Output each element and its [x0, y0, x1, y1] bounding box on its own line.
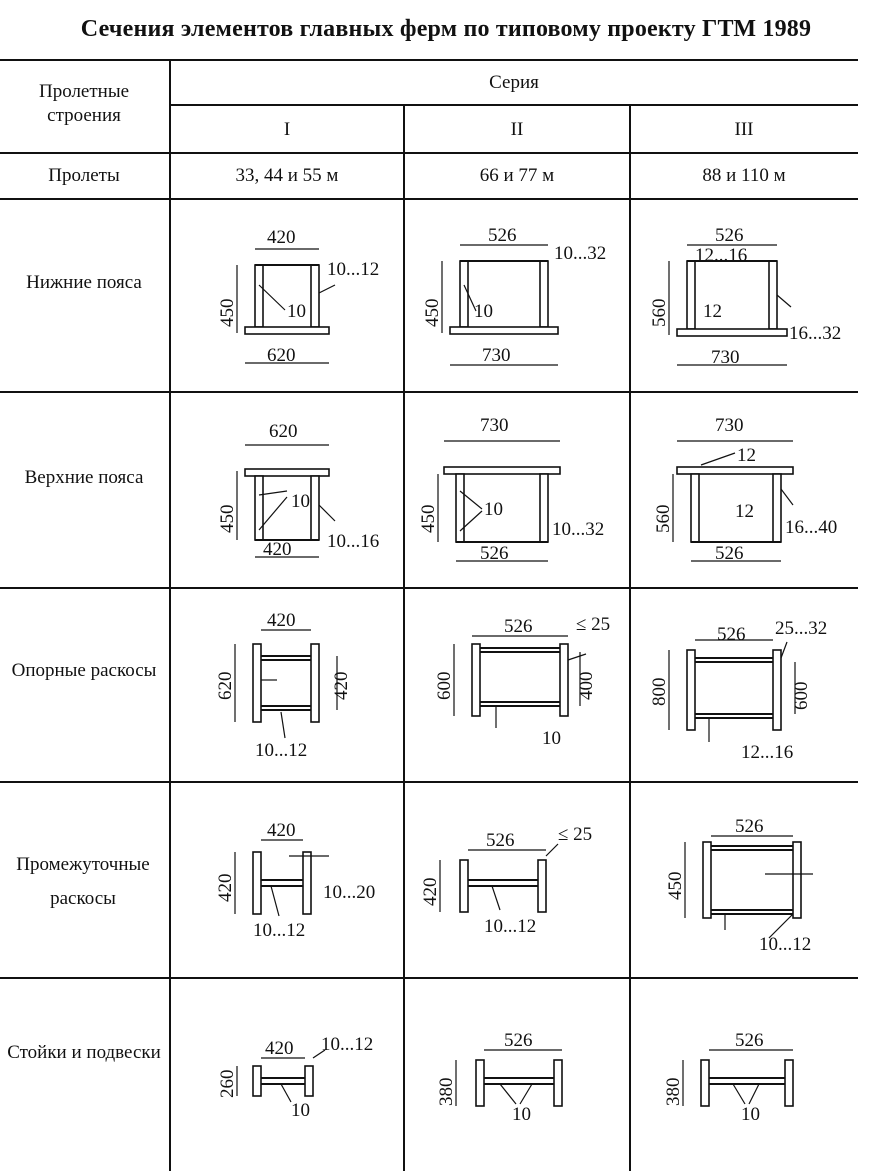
dim-height: 260 — [217, 1070, 238, 1099]
dim-inner-height: 600 — [791, 682, 812, 711]
series-1: I — [283, 119, 291, 140]
series-2: II — [510, 119, 524, 140]
section-intermediate-diagonal-3: 526 450 10...12 — [665, 816, 813, 955]
dim-web-thickness: 10...16 — [327, 531, 379, 552]
dim-thickness: 10...12 — [255, 740, 307, 761]
section-upper-chord-3: 730 12 560 12 16...40 526 — [653, 415, 837, 564]
dim-width-top: 730 — [715, 415, 744, 436]
dim-height: 560 — [653, 505, 674, 534]
dim-web-thickness: 10...32 — [552, 519, 604, 540]
row-label-posts-hangers: Стойки и подвески — [7, 1042, 161, 1063]
section-intermediate-diagonal-2: 526 ≤ 25 420 10...12 — [420, 824, 592, 937]
dim-web-thickness: 16...32 — [789, 323, 841, 344]
dim-height: 560 — [649, 299, 670, 328]
dim-web-thickness: 25...32 — [775, 618, 827, 639]
dim-width-top: 420 — [267, 227, 296, 248]
section-post-2: 526 380 10 — [436, 1030, 563, 1125]
dim-height: 800 — [649, 678, 670, 707]
dim-width-top: 526 — [488, 225, 517, 246]
span-2: 66 и 77 м — [479, 165, 555, 186]
dim-flange-thickness: 12 — [703, 301, 722, 322]
section-end-diagonal-3: 526 25...32 800 600 12...16 — [649, 618, 827, 763]
dim-width-top: 620 — [269, 421, 298, 442]
dim-width: 526 — [504, 1030, 533, 1051]
dim-width-bottom: 420 — [263, 539, 292, 560]
dim-height: 380 — [436, 1078, 457, 1107]
section-upper-chord-2: 730 450 10 10...32 526 — [418, 415, 604, 564]
row-label-upper-chords: Верхние пояса — [24, 467, 144, 488]
dim-width: 526 — [735, 1030, 764, 1051]
span-1: 33, 44 и 55 м — [235, 165, 339, 186]
dim-width-bottom: 526 — [480, 543, 509, 564]
dim-web-thickness: 10...12 — [327, 259, 379, 280]
dim-width: 526 — [504, 616, 533, 637]
dim-width-top: 526 — [715, 225, 744, 246]
dim-width: 420 — [267, 820, 296, 841]
dim-flange-thickness: 10 — [484, 499, 503, 520]
row-label-end-diagonals: Опорные раскосы — [11, 660, 157, 681]
dim-height: 450 — [217, 505, 238, 534]
dim-height: 450 — [217, 299, 238, 328]
dim-height: 450 — [422, 299, 443, 328]
span-3: 88 и 110 м — [702, 165, 786, 186]
section-upper-chord-1: 620 450 10 10...16 420 — [217, 421, 379, 560]
spans-label: Пролеты — [48, 165, 120, 186]
dim-thickness: 10...12 — [484, 916, 536, 937]
section-lower-chord-1: 420 450 10...12 10 620 — [217, 227, 379, 366]
dim-web-thickness: ≤ 25 — [558, 824, 592, 845]
dim-width: 526 — [486, 830, 515, 851]
dim-flange-thickness: 10 — [291, 491, 310, 512]
dim-web-thickness: ≤ 25 — [576, 614, 610, 635]
section-post-1: 420 10...12 260 10 — [217, 1034, 373, 1121]
dim-flange-thickness: 10 — [287, 301, 306, 322]
section-intermediate-diagonal-1: 420 420 10...20 10...12 — [215, 820, 375, 941]
dim-top-thickness: 12...16 — [695, 245, 747, 266]
header-series: Серия — [489, 72, 539, 93]
dim-web-thickness: 10...32 — [554, 243, 606, 264]
dim-thickness: 10 — [542, 728, 561, 749]
dim-height: 380 — [663, 1078, 684, 1107]
dim-height: 420 — [215, 874, 236, 903]
dim-inner-height: 400 — [576, 672, 597, 701]
section-lower-chord-2: 526 450 10...32 10 730 — [422, 225, 606, 366]
dim-flange-thickness: 10 — [474, 301, 493, 322]
dim-width: 420 — [267, 610, 296, 631]
dim-height: 450 — [418, 505, 439, 534]
dim-height: 420 — [420, 878, 441, 907]
dim-width-bottom: 730 — [711, 347, 740, 368]
dim-flange-thickness: 10...20 — [323, 882, 375, 903]
dim-width: 526 — [717, 624, 746, 645]
header-structures: Пролетные строения — [38, 81, 130, 126]
row-label-intermediate-diagonals: Промежуточные раскосы — [16, 854, 150, 909]
series-3: III — [734, 119, 754, 140]
dim-width: 420 — [265, 1038, 294, 1059]
dim-web-thickness: 10...12 — [253, 920, 305, 941]
dim-thickness: 10 — [512, 1104, 531, 1125]
dim-width-top: 730 — [480, 415, 509, 436]
dim-thickness: 10...12 — [759, 934, 811, 955]
dim-height: 450 — [665, 872, 686, 901]
dim-flange-thickness: 12 — [735, 501, 754, 522]
dim-top-thickness: 12 — [737, 445, 756, 466]
row-label-lower-chords: Нижние пояса — [26, 272, 142, 293]
section-lower-chord-3: 526 12...16 560 12 16...32 730 — [649, 225, 841, 368]
dim-height: 600 — [434, 672, 455, 701]
dim-height: 620 — [215, 672, 236, 701]
dim-width-bottom: 730 — [482, 345, 511, 366]
dim-web-thickness: 10...12 — [321, 1034, 373, 1055]
section-end-diagonal-2: 526 ≤ 25 600 400 10 — [434, 614, 610, 749]
section-post-3: 526 380 10 — [663, 1030, 794, 1125]
dim-thickness: 10 — [741, 1104, 760, 1125]
dim-width-bottom: 620 — [267, 345, 296, 366]
dim-inner-height: 420 — [331, 672, 352, 701]
dim-thickness: 12...16 — [741, 742, 793, 763]
dim-web-thickness: 16...40 — [785, 517, 837, 538]
dim-width-bottom: 526 — [715, 543, 744, 564]
dim-width: 526 — [735, 816, 764, 837]
section-end-diagonal-1: 420 620 420 10...12 — [215, 610, 352, 761]
dim-thickness: 10 — [291, 1100, 310, 1121]
page-title: Сечения элементов главных ферм по типово… — [80, 16, 812, 42]
